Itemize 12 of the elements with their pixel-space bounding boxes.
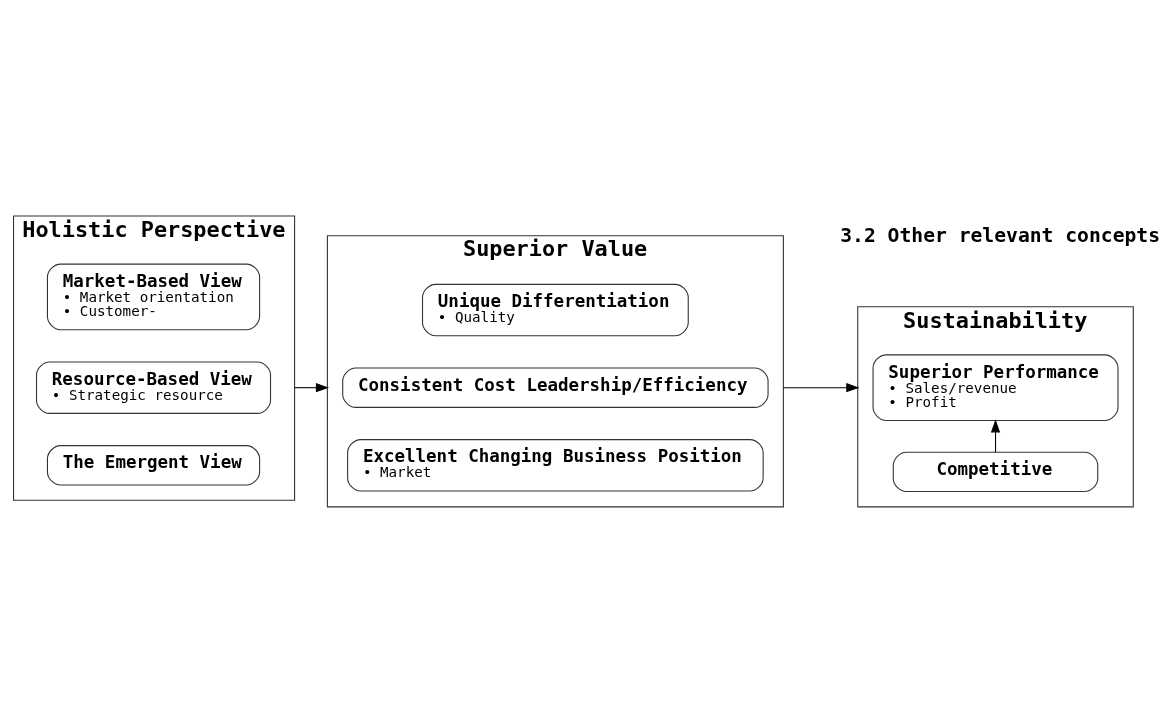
node-box: Consistent Cost Leadership/Efficiency: [342, 366, 769, 408]
node-box: Excellent Changing Business Position • Market: [347, 438, 764, 492]
node-box: Unique Differentiation • Quality: [421, 283, 689, 336]
node-box: Superior Performance • Sales/revenue • Profit: [872, 353, 1119, 421]
arrow: [294, 382, 330, 392]
node-box: Market-Based View • Market orientation • Customer-: [46, 263, 261, 330]
node-box: Resource-Based View • Strategic resource: [35, 360, 272, 414]
arrow: [990, 418, 1001, 453]
node-box: Competitive: [892, 451, 1099, 492]
label: 3.2 Other relevant concepts: [840, 223, 1161, 247]
arrow: [782, 382, 860, 392]
node-box: The Emergent View: [46, 444, 261, 486]
